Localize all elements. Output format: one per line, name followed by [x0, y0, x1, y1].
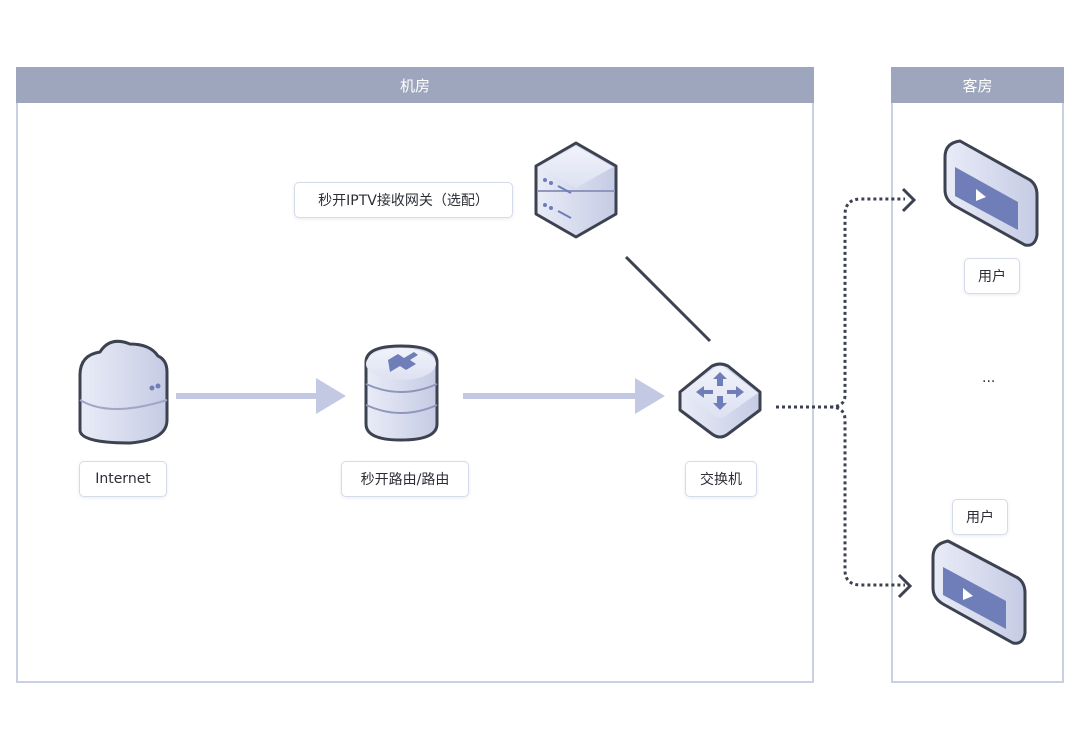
machine-room-header: 机房 [16, 67, 814, 103]
router-label: 秒开路由/路由 [341, 461, 469, 497]
tv-icon-top [943, 139, 1039, 247]
server-gateway-icon [534, 141, 618, 239]
arrow-router-to-switch [463, 378, 665, 414]
more-users-ellipsis: ... [982, 370, 996, 386]
switch-icon [678, 362, 762, 439]
internet-label: Internet [79, 461, 167, 497]
tv-icon-bottom [931, 539, 1027, 645]
cloud-server-icon [78, 339, 169, 445]
arrowhead-bottom-user [897, 573, 913, 599]
router-icon [364, 344, 439, 442]
switch-label: 交换机 [685, 461, 757, 497]
user-label-top: 用户 [964, 258, 1020, 294]
arrow-internet-to-router [176, 378, 346, 414]
dotted-link-switch-to-users [776, 197, 905, 587]
user-label-bottom: 用户 [952, 499, 1008, 535]
gateway-switch-link [624, 255, 712, 343]
arrowhead-top-user [901, 187, 917, 213]
guest-room-header: 客房 [891, 67, 1064, 103]
gateway-label: 秒开IPTV接收网关（选配） [294, 182, 513, 218]
